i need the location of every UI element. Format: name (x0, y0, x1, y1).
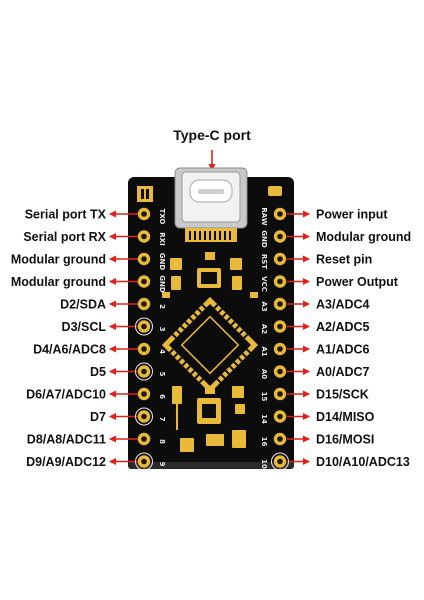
right-pin-label: A1/ADC6 (316, 343, 370, 357)
right-pin-label: D14/MISO (316, 410, 375, 424)
right-pin-label: D16/MOSI (316, 433, 374, 447)
jumper-pad (137, 186, 153, 202)
left-pin-highlight-ring (135, 452, 153, 471)
right-pin-silkscreen: A3 (260, 301, 268, 311)
left-pin-silkscreen: 9 (158, 462, 166, 467)
right-pin-highlight-ring (271, 452, 289, 471)
left-pin-header: TXO Serial port TX RXI Serial port RX GND Mod… (11, 208, 166, 471)
left-pin-label: Modular ground (11, 253, 106, 267)
left-pin-label: D4/A6/ADC8 (33, 343, 106, 357)
left-pin-label: D6/A7/ADC10 (26, 388, 106, 402)
left-pin-silkscreen: 8 (158, 439, 166, 444)
left-pin-silkscreen: GND (158, 275, 166, 293)
type-c-port-title: Type-C port (173, 127, 251, 143)
left-pin-label: D3/SCL (62, 320, 107, 334)
right-pin-label: D15/SCK (316, 388, 369, 402)
left-pin-silkscreen: GND (158, 253, 166, 271)
pro-micro-board (128, 167, 294, 469)
right-pin-silkscreen: 14 (260, 414, 268, 424)
right-pin-silkscreen: RAW (260, 207, 268, 225)
left-pin-label: Modular ground (11, 275, 106, 289)
right-pin-label: A3/ADC4 (316, 298, 370, 312)
right-pin-label: Power Output (316, 275, 399, 289)
left-pin-label: D8/A8/ADC11 (27, 433, 106, 447)
right-pin-silkscreen: RST (260, 254, 268, 269)
left-pin-silkscreen: 5 (158, 372, 166, 377)
right-pin-silkscreen: A2 (260, 324, 268, 334)
left-pin-silkscreen: 2 (158, 304, 166, 309)
left-pin-label: Serial port TX (25, 208, 107, 222)
left-pin-label: D9/A9/ADC12 (26, 455, 106, 469)
right-pin-label: Modular ground (316, 230, 411, 244)
right-pin-label: A0/ADC7 (316, 365, 370, 379)
left-pin-label: D2/SDA (60, 298, 106, 312)
right-pin-silkscreen: 10 (260, 459, 268, 469)
left-pin-highlight-ring (135, 407, 153, 426)
left-pin-silkscreen: TXO (158, 209, 166, 225)
usb-c-connector (174, 167, 248, 242)
left-pin-label: Serial port RX (23, 230, 106, 244)
left-pin-highlight-ring (135, 317, 153, 336)
left-pin-label: D5 (90, 365, 106, 379)
left-pin-silkscreen: 4 (158, 349, 166, 354)
left-pin-label: D7 (90, 410, 106, 424)
right-pin-silkscreen: 16 (260, 437, 268, 447)
right-pin-silkscreen: A0 (260, 369, 268, 379)
left-pin-silkscreen: RXI (158, 232, 166, 245)
right-pin-label: Power input (316, 208, 388, 222)
right-pin-label: A2/ADC5 (316, 320, 370, 334)
left-pin-silkscreen: 6 (158, 394, 166, 399)
microcontroller-chip (161, 296, 259, 394)
right-pin-label: Reset pin (316, 253, 372, 267)
right-pin-silkscreen: A1 (260, 346, 268, 356)
right-pin-silkscreen: VCC (260, 276, 268, 292)
right-pin-silkscreen: 15 (260, 392, 268, 402)
left-pin-silkscreen: 7 (158, 417, 166, 422)
left-pin-highlight-ring (135, 362, 153, 381)
left-pin-silkscreen: 3 (158, 327, 166, 332)
right-pin-label: D10/A10/ADC13 (316, 455, 410, 469)
right-pin-silkscreen: GND (260, 230, 268, 248)
